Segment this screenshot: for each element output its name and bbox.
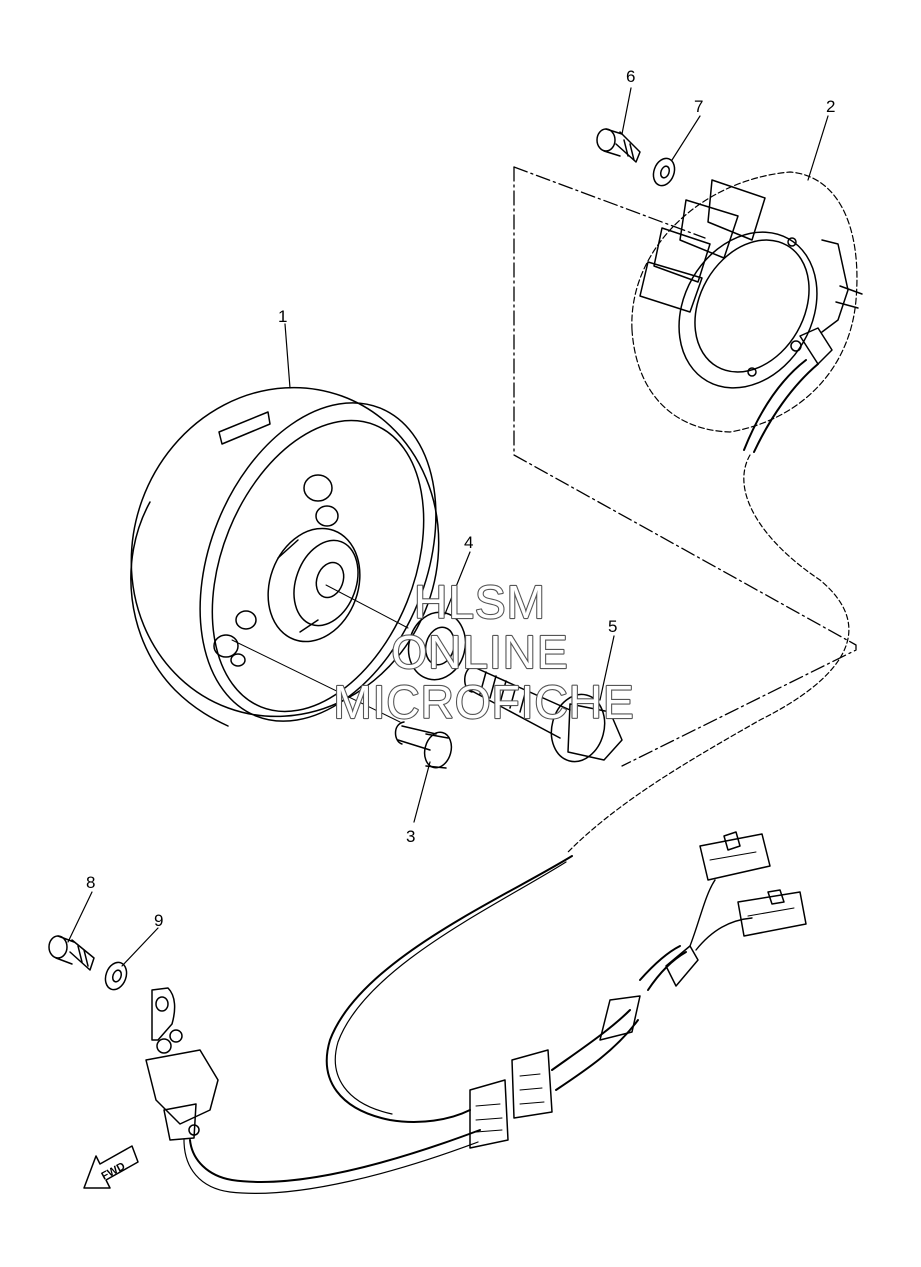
part-5-flange-bolt xyxy=(464,665,623,763)
watermark-line-2: ONLINE xyxy=(391,626,568,678)
part-6-bolt xyxy=(596,128,641,163)
part-9-washer xyxy=(104,961,128,991)
part-8-bolt xyxy=(48,935,95,971)
watermark-line-1: HLSM xyxy=(414,576,546,628)
forward-direction-indicator: FWD xyxy=(83,1145,139,1189)
pickup-coil-assembly xyxy=(145,987,219,1141)
wire-harness xyxy=(183,831,807,1194)
watermark-line-3: MICROFICHE xyxy=(333,676,634,728)
callout-numbers: 1 2 3 4 5 6 7 8 9 xyxy=(86,67,835,930)
callout-3: 3 xyxy=(406,827,415,846)
rotor-bolt-axis-line xyxy=(231,639,401,723)
watermark: HLSM ONLINE MICROFICHE xyxy=(332,575,635,729)
stator-lead-routing xyxy=(567,454,850,853)
callout-1: 1 xyxy=(278,307,287,326)
callout-8: 8 xyxy=(86,873,95,892)
callout-4: 4 xyxy=(464,533,473,552)
callout-2: 2 xyxy=(826,97,835,116)
callout-5: 5 xyxy=(608,617,617,636)
part-3-socket-bolt xyxy=(394,721,453,769)
rotor-flywheel xyxy=(130,386,440,727)
callout-9: 9 xyxy=(154,911,163,930)
rotor-axis-line xyxy=(325,584,409,629)
callout-leader-lines xyxy=(67,87,829,967)
stator-assembly xyxy=(631,171,863,453)
part-7-washer xyxy=(652,157,676,187)
callout-6: 6 xyxy=(626,67,635,86)
assembly-outline xyxy=(513,166,857,767)
callout-7: 7 xyxy=(694,97,703,116)
